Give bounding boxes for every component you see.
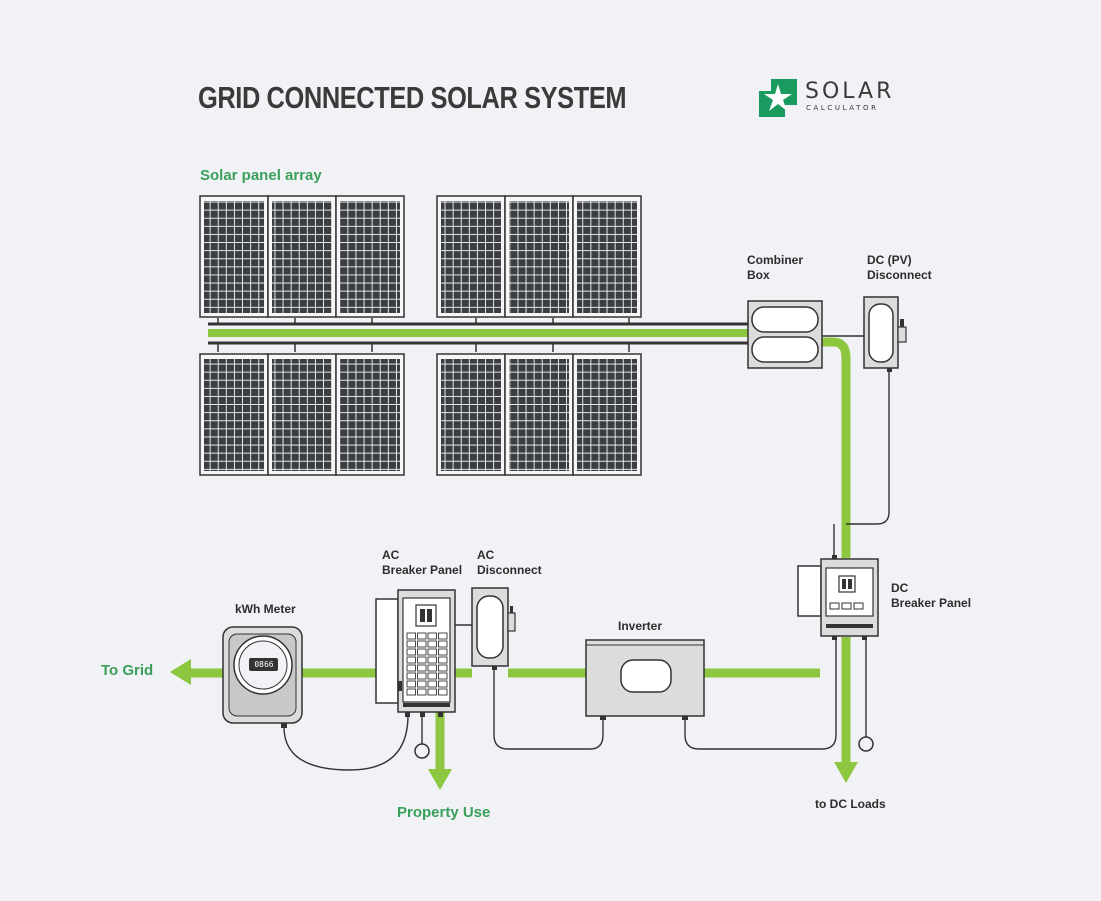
- combiner-box-label: Combiner Box: [747, 253, 803, 283]
- dc-loads-arrow: [834, 762, 858, 783]
- ac-breaker-panel: [375, 589, 456, 717]
- combiner-box: [747, 300, 823, 369]
- breaker-switch: [438, 656, 448, 664]
- breaker-switch: [417, 656, 427, 664]
- dc-breaker-panel-label-line2: Breaker Panel: [891, 596, 972, 610]
- solar-panel: [436, 195, 506, 318]
- solar-panel: [335, 195, 405, 318]
- breaker-switch: [438, 672, 448, 680]
- breaker-switch: [427, 640, 437, 648]
- ac-disconnect-label-line2: Disconnect: [477, 563, 542, 577]
- property-use-arrow: [428, 769, 452, 790]
- kwh-meter: [222, 626, 303, 728]
- solar-panel: [436, 353, 506, 476]
- breaker-switch: [406, 680, 416, 688]
- dc-pv-disconnect: [863, 296, 907, 372]
- meter-reading: 0866: [254, 660, 274, 669]
- ground-symbol: [858, 736, 874, 752]
- solar-panel: [199, 195, 269, 318]
- breaker-switch: [417, 648, 427, 656]
- breaker-switch: [427, 664, 437, 672]
- breaker-switch: [438, 648, 448, 656]
- breaker-switch: [417, 680, 427, 688]
- combiner-box-label-line2: Box: [747, 268, 770, 282]
- dc-breaker-panel: [797, 555, 879, 640]
- breaker-switch: [438, 664, 448, 672]
- breaker-switch: [406, 688, 416, 696]
- solar-panel: [504, 195, 574, 318]
- solar-panel-array: [199, 195, 642, 476]
- breaker-switch: [438, 688, 448, 696]
- kwh-meter-label: kWh Meter: [235, 602, 296, 616]
- breaker-switch: [406, 648, 416, 656]
- to-grid-label: To Grid: [101, 662, 154, 679]
- solar-panel: [572, 195, 642, 318]
- breaker-switch: [406, 656, 416, 664]
- solar-panel: [504, 353, 574, 476]
- solar-panel: [267, 195, 337, 318]
- dc-breaker-panel-label-line1: DC: [891, 581, 909, 595]
- solar-panel: [335, 353, 405, 476]
- solar-panel: [199, 353, 269, 476]
- page-title: GRID CONNECTED SOLAR SYSTEM: [198, 80, 627, 115]
- inverter: [585, 639, 705, 720]
- to-grid-arrow: [170, 659, 191, 685]
- breaker-switch: [417, 632, 427, 640]
- dc-breaker-panel-label: DC Breaker Panel: [891, 581, 971, 611]
- ac-breaker-panel-label-line1: AC: [382, 548, 400, 562]
- dc-disconnect-label-line2: Disconnect: [867, 268, 932, 282]
- breaker-switch: [427, 632, 437, 640]
- logo-subtitle: CALCULATOR: [806, 104, 879, 112]
- solar-panel-array-label: Solar panel array: [200, 167, 322, 184]
- breaker-switch: [417, 640, 427, 648]
- breaker-switch: [427, 648, 437, 656]
- breaker-switch: [438, 680, 448, 688]
- solar-panel: [572, 353, 642, 476]
- breaker-switch: [427, 680, 437, 688]
- breaker-switch: [406, 664, 416, 672]
- breaker-switch: [406, 672, 416, 680]
- breaker-switch: [438, 640, 448, 648]
- breaker-switch: [406, 640, 416, 648]
- dc-disconnect-label: DC (PV) Disconnect: [867, 253, 932, 283]
- solar-calculator-logo-icon: [759, 79, 797, 117]
- inverter-label: Inverter: [618, 619, 663, 633]
- combiner-box-label-line1: Combiner: [747, 253, 804, 267]
- property-use-label: Property Use: [397, 804, 491, 821]
- ac-disconnect: [471, 587, 516, 670]
- breaker-switch: [417, 672, 427, 680]
- ac-disconnect-label-line1: AC: [477, 548, 495, 562]
- ac-disconnect-label: AC Disconnect: [477, 548, 542, 578]
- to-dc-loads-label: to DC Loads: [815, 797, 886, 811]
- breaker-switch: [417, 688, 427, 696]
- breaker-switch: [427, 688, 437, 696]
- breaker-switch: [417, 664, 427, 672]
- breaker-switch: [427, 656, 437, 664]
- control-wiring: [283, 335, 890, 771]
- ground-symbol: [414, 743, 430, 759]
- breaker-switch: [427, 672, 437, 680]
- panel-rail: [208, 318, 748, 352]
- ac-breaker-panel-label-line2: Breaker Panel: [382, 563, 463, 577]
- power-flow-lines: [190, 337, 851, 770]
- ac-breaker-panel-label: AC Breaker Panel: [382, 548, 462, 578]
- breaker-switch: [438, 632, 448, 640]
- solar-panel: [267, 353, 337, 476]
- breaker-switch: [406, 632, 416, 640]
- logo-word: SOLAR: [805, 79, 895, 104]
- dc-disconnect-label-line1: DC (PV): [867, 253, 912, 267]
